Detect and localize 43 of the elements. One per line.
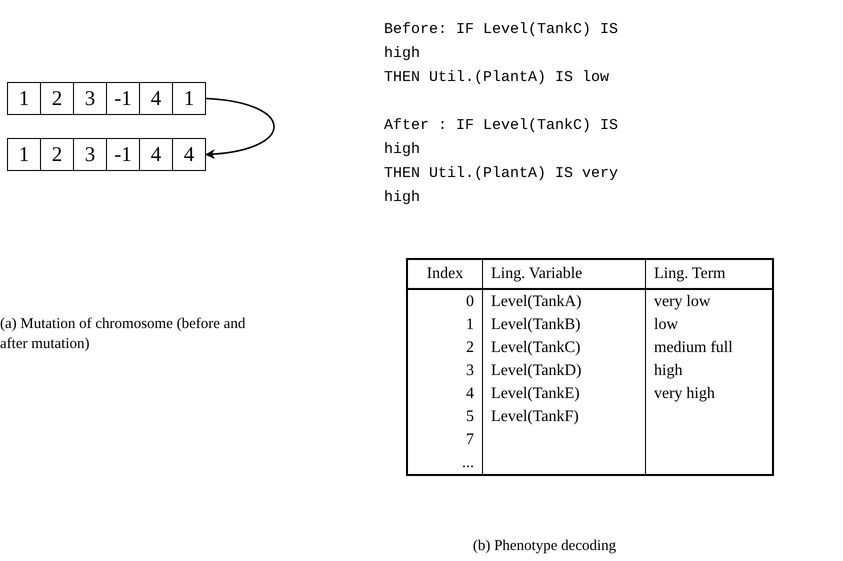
chromosome-array: [7, 138, 206, 171]
gene-cell: 3: [74, 83, 107, 114]
table-cell: 1: [466, 316, 474, 333]
curved-arrow: [205, 98, 275, 159]
table-cell: very low: [654, 293, 710, 310]
gene-cell: 4: [140, 83, 173, 114]
chromosome-array: [7, 82, 206, 115]
rule-text: Before: IF Level(TankC) IS high: [384, 20, 620, 64]
gene-cell: 1: [8, 139, 41, 170]
table-cell: 7: [466, 431, 474, 448]
column-header: Index: [426, 265, 464, 282]
rule-text: THEN Util.(PlantA) IS low: [384, 68, 610, 88]
gene-cell: 2: [41, 139, 74, 170]
gene-cell: 3: [74, 139, 107, 170]
gene-cell: 4: [140, 139, 173, 170]
column-header: Ling. Variable: [491, 265, 582, 282]
table-cell: ...: [462, 454, 474, 471]
table-cell: 2: [466, 339, 474, 356]
figure-caption: (b) Phenotype decoding: [472, 537, 618, 556]
rule-text: After : IF Level(TankC) IS high: [384, 116, 620, 160]
table-cell: very high: [654, 385, 715, 402]
column-header: Ling. Term: [654, 265, 726, 282]
table-cell: Level(TankF): [491, 408, 579, 425]
table-cell: medium full: [654, 339, 733, 356]
table-cell: Level(TankE): [491, 385, 580, 402]
gene-cell: -1: [107, 139, 140, 170]
gene-cell: -1: [107, 83, 140, 114]
table-cell: Level(TankC): [491, 339, 581, 356]
figure-caption: (a) Mutation of chromosome (before and after mutation): [0, 315, 246, 354]
table-cell: 0: [466, 293, 474, 310]
table-cell: 4: [466, 385, 474, 402]
gene-cell-text: 4: [182, 141, 196, 168]
table-cell: 5: [466, 408, 474, 425]
table-cell: high: [654, 362, 682, 379]
table-cell: Level(TankB): [491, 316, 581, 333]
rule-text: THEN Util.(PlantA) IS very high: [384, 164, 620, 208]
gene-cell-text: 1: [182, 85, 196, 112]
table-cell: Level(TankD): [491, 362, 582, 379]
table-cell: Level(TankA): [491, 293, 582, 310]
gene-cell: 2: [41, 83, 74, 114]
table-cell: 3: [466, 362, 474, 379]
gene-cell: 1: [8, 83, 41, 114]
table-cell: low: [654, 316, 678, 333]
